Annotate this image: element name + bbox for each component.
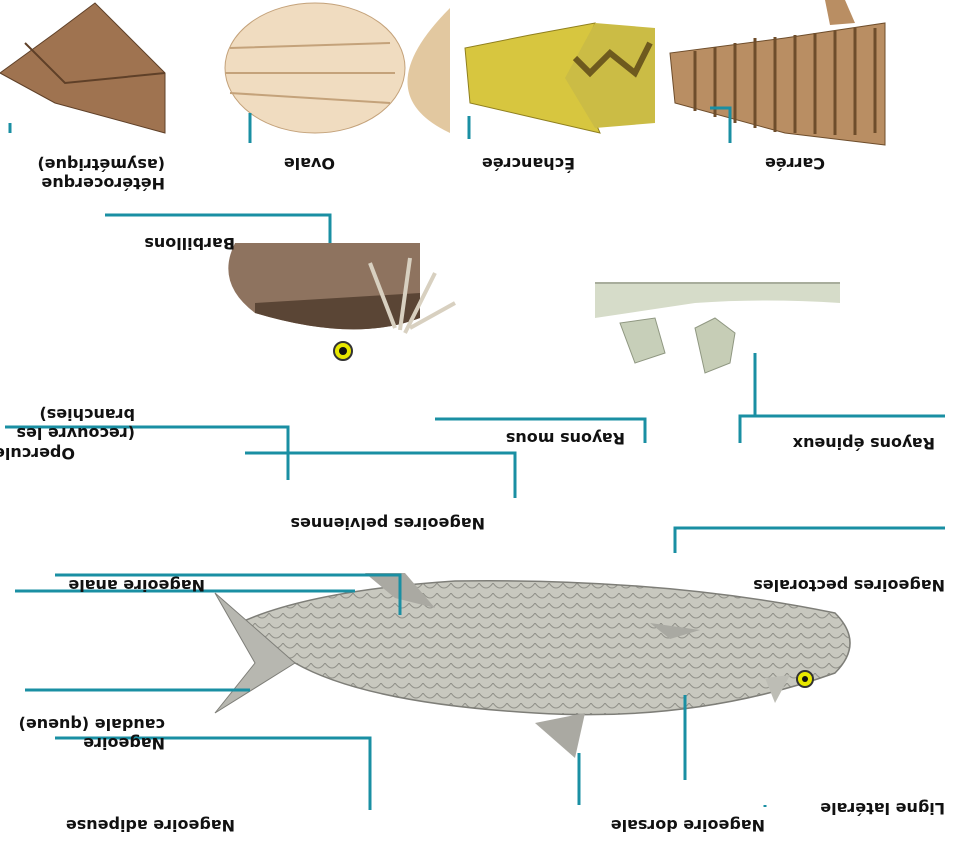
tail-carree-illustration [670, 0, 885, 145]
label-nageoire-dorsale: Nageoire dorsale [611, 816, 765, 835]
label-rayons-mous: Rayons mous [506, 429, 625, 448]
label-rayons-epineux: Rayons épineux [793, 434, 935, 453]
main-fish-illustration [215, 573, 850, 758]
label-nageoires-pelviennes: Nageoires pelviennes [290, 514, 485, 533]
label-opercule: Opercule [0, 444, 75, 463]
tail-heterocerque-illustration [0, 3, 165, 133]
label-ligne-laterale: Ligne latérale [820, 799, 945, 818]
label-opercule-note: (recouvre les branchies) [16, 405, 135, 443]
tail-ovale-illustration [225, 3, 450, 133]
tail-echancree-illustration [465, 23, 655, 133]
label-nageoires-pectorales: Nageoires pectorales [753, 576, 945, 595]
label-tail-carree: Carrée [765, 154, 825, 173]
label-tail-echancree: Échancrée [482, 154, 575, 173]
label-nageoire-anale: Nageoire anale [68, 576, 205, 595]
label-tail-heterocerque: Hétérocerque (asymétrique) [37, 155, 165, 193]
catfish-head-illustration [228, 243, 455, 360]
label-nageoire-adipeuse: Nageoire adipeuse [66, 816, 235, 835]
label-tail-ovale: Ovale [284, 154, 335, 173]
fin-rays-illustration [595, 283, 840, 373]
label-nageoire-caudale: Nageoire caudale (queue) [19, 715, 165, 753]
label-barbillons: Barbillons [144, 234, 235, 253]
